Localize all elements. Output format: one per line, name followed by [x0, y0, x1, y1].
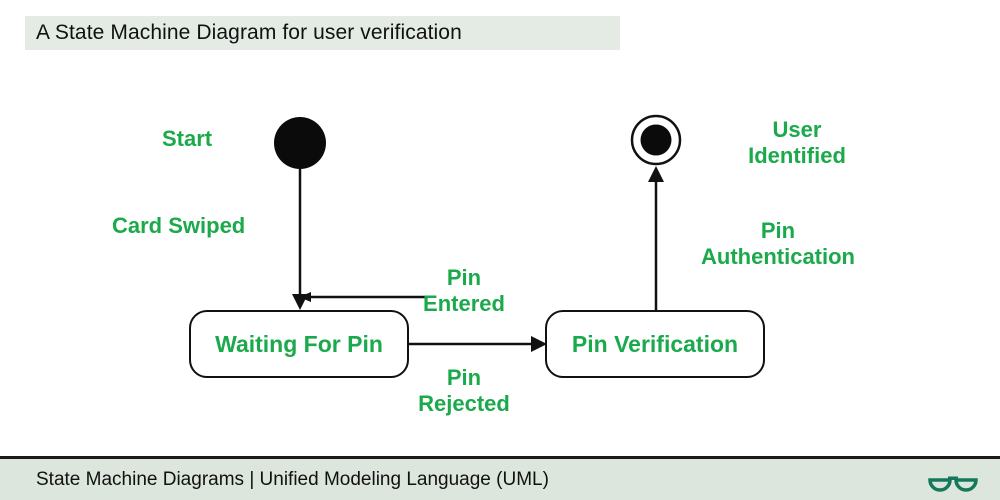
transition-arrowhead-pin-authentication [648, 166, 664, 182]
transition-label-pin-entered: Pin Entered [423, 265, 505, 316]
state-node-label: Waiting For Pin [215, 330, 383, 357]
geeksforgeeks-logo-icon [928, 476, 978, 492]
page-title: A State Machine Diagram for user verific… [36, 21, 462, 44]
transition-arrowhead-card-swiped [292, 294, 308, 310]
footer-caption: State Machine Diagrams | Unified Modelin… [36, 469, 549, 490]
transition-label-pin-authentication: Pin Authentication [701, 218, 855, 269]
transition-label-pin-rejected: Pin Rejected [418, 365, 510, 416]
state-node-pin-verification: Pin Verification [545, 310, 765, 378]
state-machine-diagram: Start Card Swiped Pin Entered Pin Reject… [112, 114, 855, 416]
title-highlight-band [25, 16, 620, 50]
diagram-canvas [274, 114, 682, 352]
footer-bar: State Machine Diagrams | Unified Modelin… [0, 456, 1000, 500]
state-node-label: Pin Verification [571, 330, 739, 357]
initial-state-label: Start [162, 126, 213, 151]
final-state-label: User Identified [748, 117, 846, 168]
transition-label-card-swiped: Card Swiped [112, 213, 246, 238]
final-state-inner-dot [640, 124, 672, 156]
state-node-waiting-for-pin: Waiting For Pin [189, 310, 409, 378]
initial-state-node [274, 117, 326, 169]
transition-arrowhead-pin-entered [531, 336, 547, 352]
